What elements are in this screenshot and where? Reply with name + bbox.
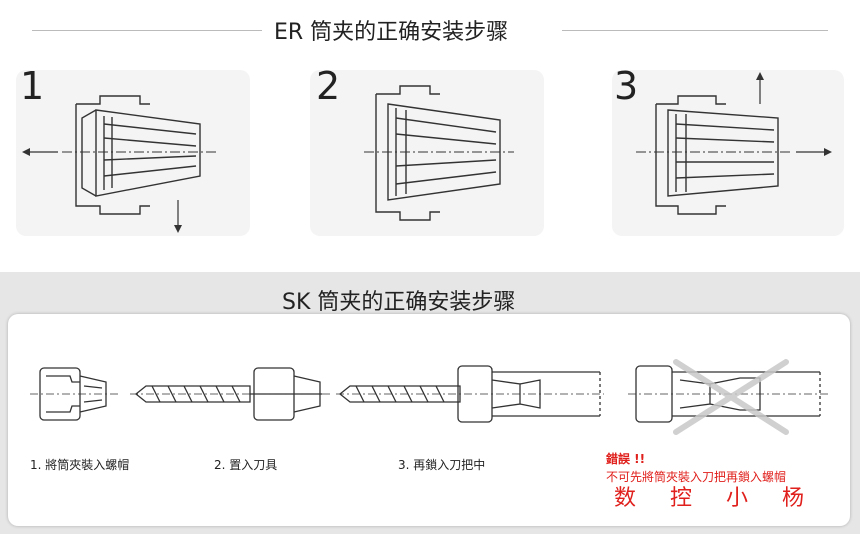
er-section-title: ER 筒夹的正确安装步骤 [274, 20, 509, 45]
er-step-2-panel [310, 70, 544, 236]
sk-step-2-caption: 2. 置入刀具 [214, 458, 278, 472]
sk-steps-card [8, 314, 850, 526]
er-step-3-panel [612, 70, 844, 236]
watermark: 数控小杨 [614, 486, 839, 511]
er-step-1-panel [16, 70, 250, 236]
arrow-left-icon [22, 148, 30, 156]
title-rule-left [32, 30, 262, 31]
er-step-1-number: 1 [20, 64, 45, 108]
error-text: 不可先將筒夾裝入刀把再鎖入螺帽 [606, 470, 787, 484]
arrow-down-icon [174, 225, 182, 233]
arrow-up-icon [756, 72, 764, 80]
sk-step-1-caption: 1. 將筒夾裝入螺帽 [30, 458, 130, 472]
er-step-3-number: 3 [614, 64, 639, 108]
error-cross-icon [673, 359, 789, 435]
sk-section-title: SK 筒夹的正确安装步骤 [282, 290, 516, 315]
er-step-2-number: 2 [316, 64, 341, 108]
arrow-right-icon [824, 148, 832, 156]
title-rule-right [562, 30, 828, 31]
sk-step-3-caption: 3. 再鎖入刀把中 [398, 458, 486, 472]
error-title: 錯誤 !! [606, 452, 646, 466]
